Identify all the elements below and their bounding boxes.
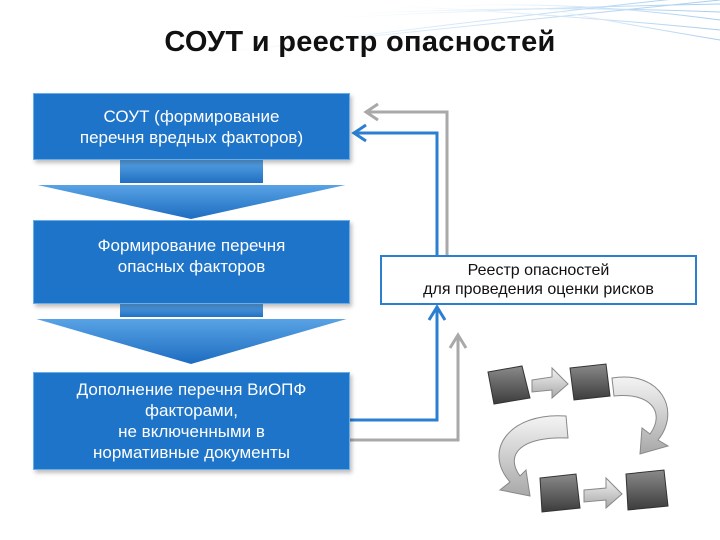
arrow-bottom-1 xyxy=(583,476,623,510)
curved-arrow-left xyxy=(498,415,569,497)
block-top-2 xyxy=(569,363,611,401)
block-top-1 xyxy=(487,365,531,405)
soat-harmful-factors-box: СОУТ (формирование перечня вредных факто… xyxy=(33,93,350,160)
hazard-registry-box: Реестр опасностей для проведения оценки … xyxy=(380,255,697,305)
page-title: СОУТ и реестр опасностей xyxy=(164,26,556,58)
connector-additions-to-registry xyxy=(350,304,468,442)
connector-registry-to-soat xyxy=(351,102,449,255)
additional-factors-box: Дополнение перечня ВиОПФ факторами, не в… xyxy=(33,372,350,470)
down-arrow-2 xyxy=(33,304,350,364)
hazardous-factors-box: Формирование перечня опасных факторов xyxy=(33,220,350,304)
process-cycle-arrows-icon xyxy=(487,363,670,513)
down-arrow-1 xyxy=(33,160,350,219)
block-bottom-2 xyxy=(625,469,669,511)
arrow-top-1 xyxy=(531,366,569,400)
block-bottom-1 xyxy=(539,473,581,513)
curved-arrow-right xyxy=(611,376,670,455)
